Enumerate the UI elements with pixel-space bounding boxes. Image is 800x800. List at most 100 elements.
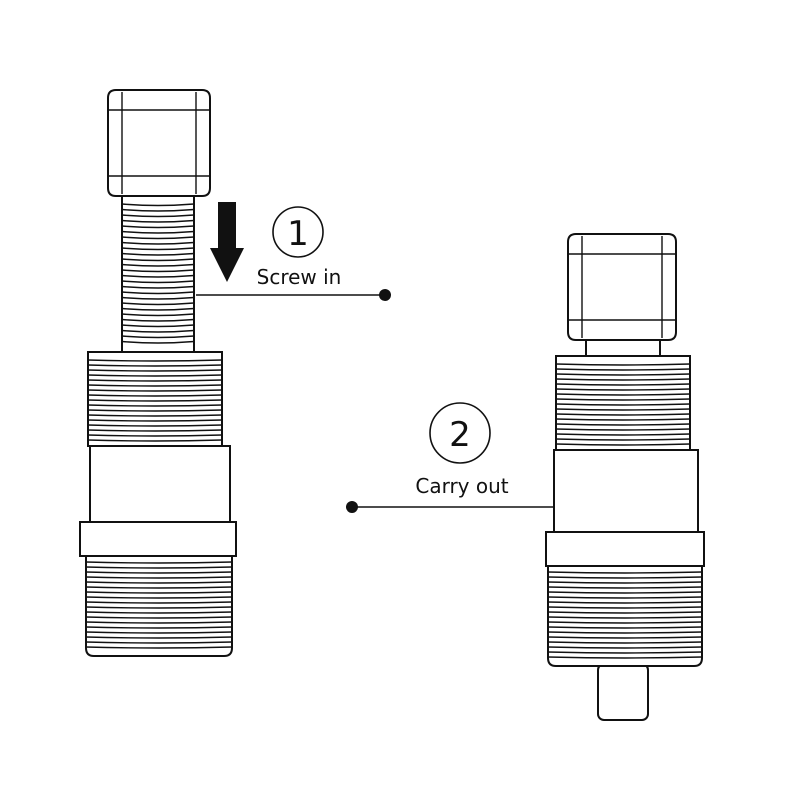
thread-line (85, 571, 233, 574)
flange-left (79, 521, 237, 557)
thread-line (121, 208, 195, 212)
hex-nut-right (567, 233, 677, 341)
thread-line (547, 631, 703, 634)
thread-line (547, 621, 703, 624)
collar-right (553, 449, 699, 533)
thread-line (555, 408, 691, 411)
thread-line (547, 571, 703, 574)
thread-line (85, 561, 233, 564)
thread-line (87, 409, 223, 412)
thread-line (547, 576, 703, 579)
thread-line (87, 439, 223, 442)
thread-line (121, 335, 195, 339)
threaded-spindle-left (121, 195, 195, 353)
thread-line (121, 318, 195, 322)
thread-line (555, 428, 691, 431)
thread-line (85, 596, 233, 599)
step-1-label: Screw in (257, 265, 342, 289)
thread-line (121, 203, 195, 207)
thread-line (121, 252, 195, 256)
thread-line (555, 378, 691, 381)
step-1-number: 1 (287, 214, 309, 254)
thread-line (121, 269, 195, 273)
thread-line (85, 636, 233, 639)
thread-line (121, 329, 195, 333)
thread-line (121, 247, 195, 251)
thread-line (555, 388, 691, 391)
thread-line (85, 576, 233, 579)
thread-line (547, 651, 703, 654)
thread-line (121, 313, 195, 317)
thread-line (87, 424, 223, 427)
thread-line (547, 656, 703, 659)
outer-thread-bottom-left (85, 555, 233, 657)
thread-line (85, 641, 233, 644)
thread-line (547, 611, 703, 614)
thread-line (547, 601, 703, 604)
step-2-label: Carry out (415, 474, 508, 498)
leader-dot-2 (346, 501, 358, 513)
thread-line (547, 596, 703, 599)
thread-line (87, 404, 223, 407)
thread-line (85, 591, 233, 594)
step-2-number: 2 (449, 415, 471, 455)
thread-line (87, 379, 223, 382)
thread-line (555, 398, 691, 401)
thread-line (87, 394, 223, 397)
flange-right (545, 531, 705, 567)
thread-line (121, 285, 195, 289)
thread-line (555, 393, 691, 396)
thread-line (555, 413, 691, 416)
thread-line (547, 626, 703, 629)
thread-line (87, 414, 223, 417)
thread-line (555, 438, 691, 441)
thread-line (87, 384, 223, 387)
collar-left (89, 445, 231, 523)
thread-line (85, 626, 233, 629)
thread-line (121, 274, 195, 278)
thread-line (87, 359, 223, 362)
thread-line (555, 433, 691, 436)
thread-line (547, 636, 703, 639)
thread-line (87, 429, 223, 432)
thread-line (121, 258, 195, 262)
thread-line (121, 296, 195, 300)
step-1-badge (272, 206, 324, 258)
thread-line (121, 324, 195, 328)
thread-line (85, 616, 233, 619)
thread-line (555, 368, 691, 371)
thread-line (121, 230, 195, 234)
thread-line (121, 340, 195, 344)
thread-line (121, 307, 195, 311)
leader-dot-1 (379, 289, 391, 301)
thread-line (121, 280, 195, 284)
thread-line (547, 641, 703, 644)
thread-line (547, 606, 703, 609)
thread-line (555, 383, 691, 386)
thread-line (555, 403, 691, 406)
thread-line (85, 611, 233, 614)
thread-line (87, 374, 223, 377)
outer-thread-bottom-right (547, 565, 703, 667)
thread-line (85, 566, 233, 569)
thread-line (547, 581, 703, 584)
thread-line (555, 363, 691, 366)
thread-line (121, 302, 195, 306)
thread-line (85, 621, 233, 624)
step-2-badge (429, 402, 491, 464)
tool-carrying-out (545, 233, 705, 721)
thread-line (87, 399, 223, 402)
thread-line (547, 616, 703, 619)
thread-line (121, 214, 195, 218)
thread-line (547, 586, 703, 589)
thread-line (121, 241, 195, 245)
thread-line (555, 418, 691, 421)
thread-line (85, 581, 233, 584)
hex-nut-left (107, 89, 211, 197)
tool-screwing-in (79, 89, 237, 657)
thread-line (121, 225, 195, 229)
thread-line (547, 591, 703, 594)
push-pin-right (597, 663, 649, 721)
thread-line (87, 389, 223, 392)
